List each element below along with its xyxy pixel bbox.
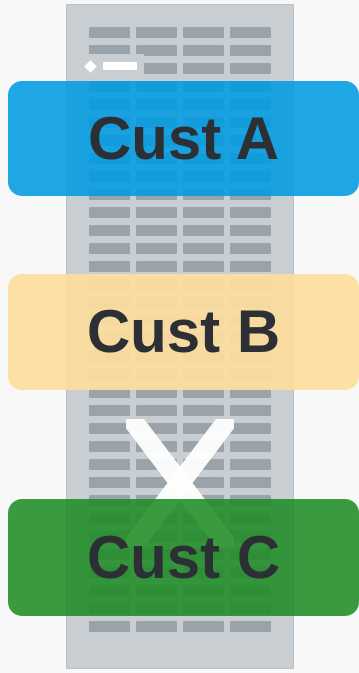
rack-slot [230,45,271,56]
rack-slot [89,387,130,398]
rack-slot [230,63,271,74]
rack-slot [89,207,130,218]
rack-slot [230,477,271,488]
rack-slot [183,387,224,398]
rack-slot [89,225,130,236]
rack-slot [230,225,271,236]
rack-slot [230,405,271,416]
rack-slot [183,405,224,416]
rack-slot [230,261,271,272]
rack-slot [230,387,271,398]
rack-slot [89,441,130,452]
rack-slot [136,27,177,38]
rack-slot [89,621,130,632]
customer-box-c: Cust C [8,499,359,616]
rack-slot [183,477,224,488]
rack-slot [136,423,177,434]
customer-box-a: Cust A [8,81,359,196]
rack-slot [230,243,271,254]
customer-label-c: Cust C [86,523,281,591]
rack-slot [136,63,177,74]
rack-slot [230,27,271,38]
rack-slot [136,261,177,272]
rack-indicator-bar-icon [103,62,137,70]
rack-slot [230,423,271,434]
rack-slot [89,27,130,38]
rack-slot [89,477,130,488]
rack-slot [136,243,177,254]
customer-label-a: Cust A [87,104,280,172]
rack-slot [230,621,271,632]
rack-slot [89,261,130,272]
rack-slot [183,261,224,272]
rack-slot [89,45,130,56]
rack-slot [136,621,177,632]
rack-slot [183,243,224,254]
rack-slot [136,45,177,56]
rack-slot [183,621,224,632]
rack-slot [89,459,130,470]
rack-slot [89,423,130,434]
rack-slot [136,387,177,398]
customer-box-b: Cust B [8,274,359,390]
rack-slot [230,441,271,452]
rack-slot [89,243,130,254]
rack-slot [136,207,177,218]
rack-slot [183,45,224,56]
rack-slot [89,405,130,416]
rack-slot [136,225,177,236]
rack-slot [136,477,177,488]
rack-slot [230,459,271,470]
rack-slot [230,207,271,218]
rack-slot [183,63,224,74]
rack-slot [183,423,224,434]
rack-slot [183,225,224,236]
rack-slot [136,405,177,416]
customer-label-b: Cust B [86,298,281,365]
rack-slot [183,207,224,218]
rack-slot [183,27,224,38]
